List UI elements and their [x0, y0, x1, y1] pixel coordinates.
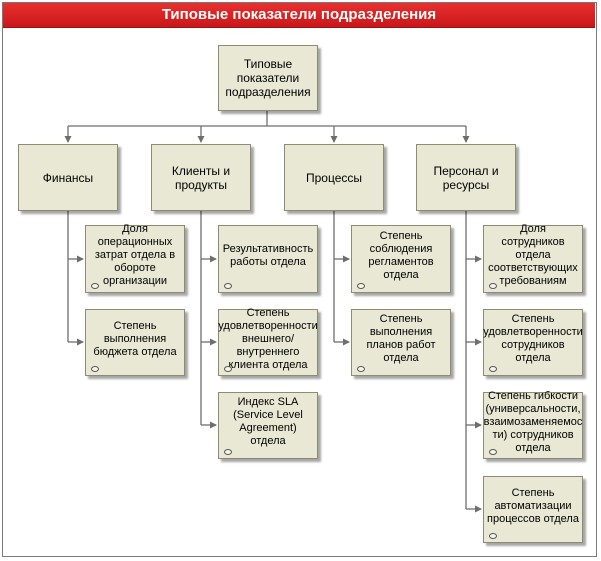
- metric-node: Степень выполнения планов работ отдела: [351, 309, 451, 376]
- shape-marker-icon: [91, 283, 99, 289]
- metric-node: Результативность работы отдела: [218, 225, 318, 293]
- metric-node: Индекс SLA (Service Level Agreement) отд…: [218, 392, 318, 459]
- shape-marker-icon: [489, 283, 497, 289]
- category-label: Финансы: [42, 170, 94, 185]
- category-personnel-resources: Персонал и ресурсы: [416, 144, 516, 211]
- metric-node: Степень гибкости (универсальности, взаим…: [483, 389, 583, 459]
- metric-node: Доля сотрудников отдела соответствующих …: [483, 223, 583, 293]
- metric-node: Степень удовлетворенности сотрудников от…: [483, 309, 583, 376]
- metric-label: Степень гибкости (универсальности, взаим…: [483, 389, 583, 454]
- diagram-title: Типовые показатели подразделения: [3, 3, 595, 28]
- metric-label: Результативность работы отдела: [222, 242, 314, 268]
- metric-node: Доля операционных затрат отдела в оборот…: [85, 223, 185, 293]
- category-label: Персонал и ресурсы: [433, 163, 499, 192]
- shape-marker-icon: [489, 366, 497, 372]
- metric-label: Степень выполнения планов работ отдела: [366, 313, 436, 364]
- metric-node: Степень автоматизации процессов отдела: [483, 476, 583, 543]
- metric-label: Степень удовлетворенности внешнего/ внут…: [218, 306, 318, 371]
- metric-label: Степень выполнения бюджета отдела: [93, 319, 177, 358]
- shape-marker-icon: [489, 449, 497, 455]
- category-finance: Финансы: [18, 144, 118, 211]
- shape-marker-icon: [357, 366, 365, 372]
- metric-label: Индекс SLA (Service Level Agreement) отд…: [233, 396, 303, 447]
- root-node: Типовые показатели подразделения: [218, 45, 318, 111]
- shape-marker-icon: [224, 449, 232, 455]
- metric-label: Степень автоматизации процессов отдела: [487, 486, 579, 525]
- shape-marker-icon: [224, 283, 232, 289]
- metric-label: Доля операционных затрат отдела в оборот…: [94, 223, 176, 287]
- metric-label: Доля сотрудников отдела соответствующих …: [488, 223, 578, 287]
- metric-label: Степень удовлетворенности сотрудников от…: [483, 313, 583, 364]
- metric-label: Степень соблюдения регламентов отдела: [368, 229, 434, 281]
- category-label: Процессы: [305, 170, 362, 185]
- category-processes: Процессы: [284, 144, 384, 211]
- shape-marker-icon: [91, 366, 99, 372]
- category-label: Клиенты и продукты: [171, 163, 231, 192]
- root-node-label: Типовые показатели подразделения: [225, 57, 311, 99]
- category-clients-products: Клиенты и продукты: [151, 144, 251, 211]
- metric-node: Степень удовлетворенности внешнего/ внут…: [218, 306, 318, 376]
- shape-marker-icon: [224, 366, 232, 372]
- metric-node: Степень соблюдения регламентов отдела: [351, 225, 451, 293]
- shape-marker-icon: [357, 283, 365, 289]
- metric-node: Степень выполнения бюджета отдела: [85, 309, 185, 376]
- shape-marker-icon: [489, 533, 497, 539]
